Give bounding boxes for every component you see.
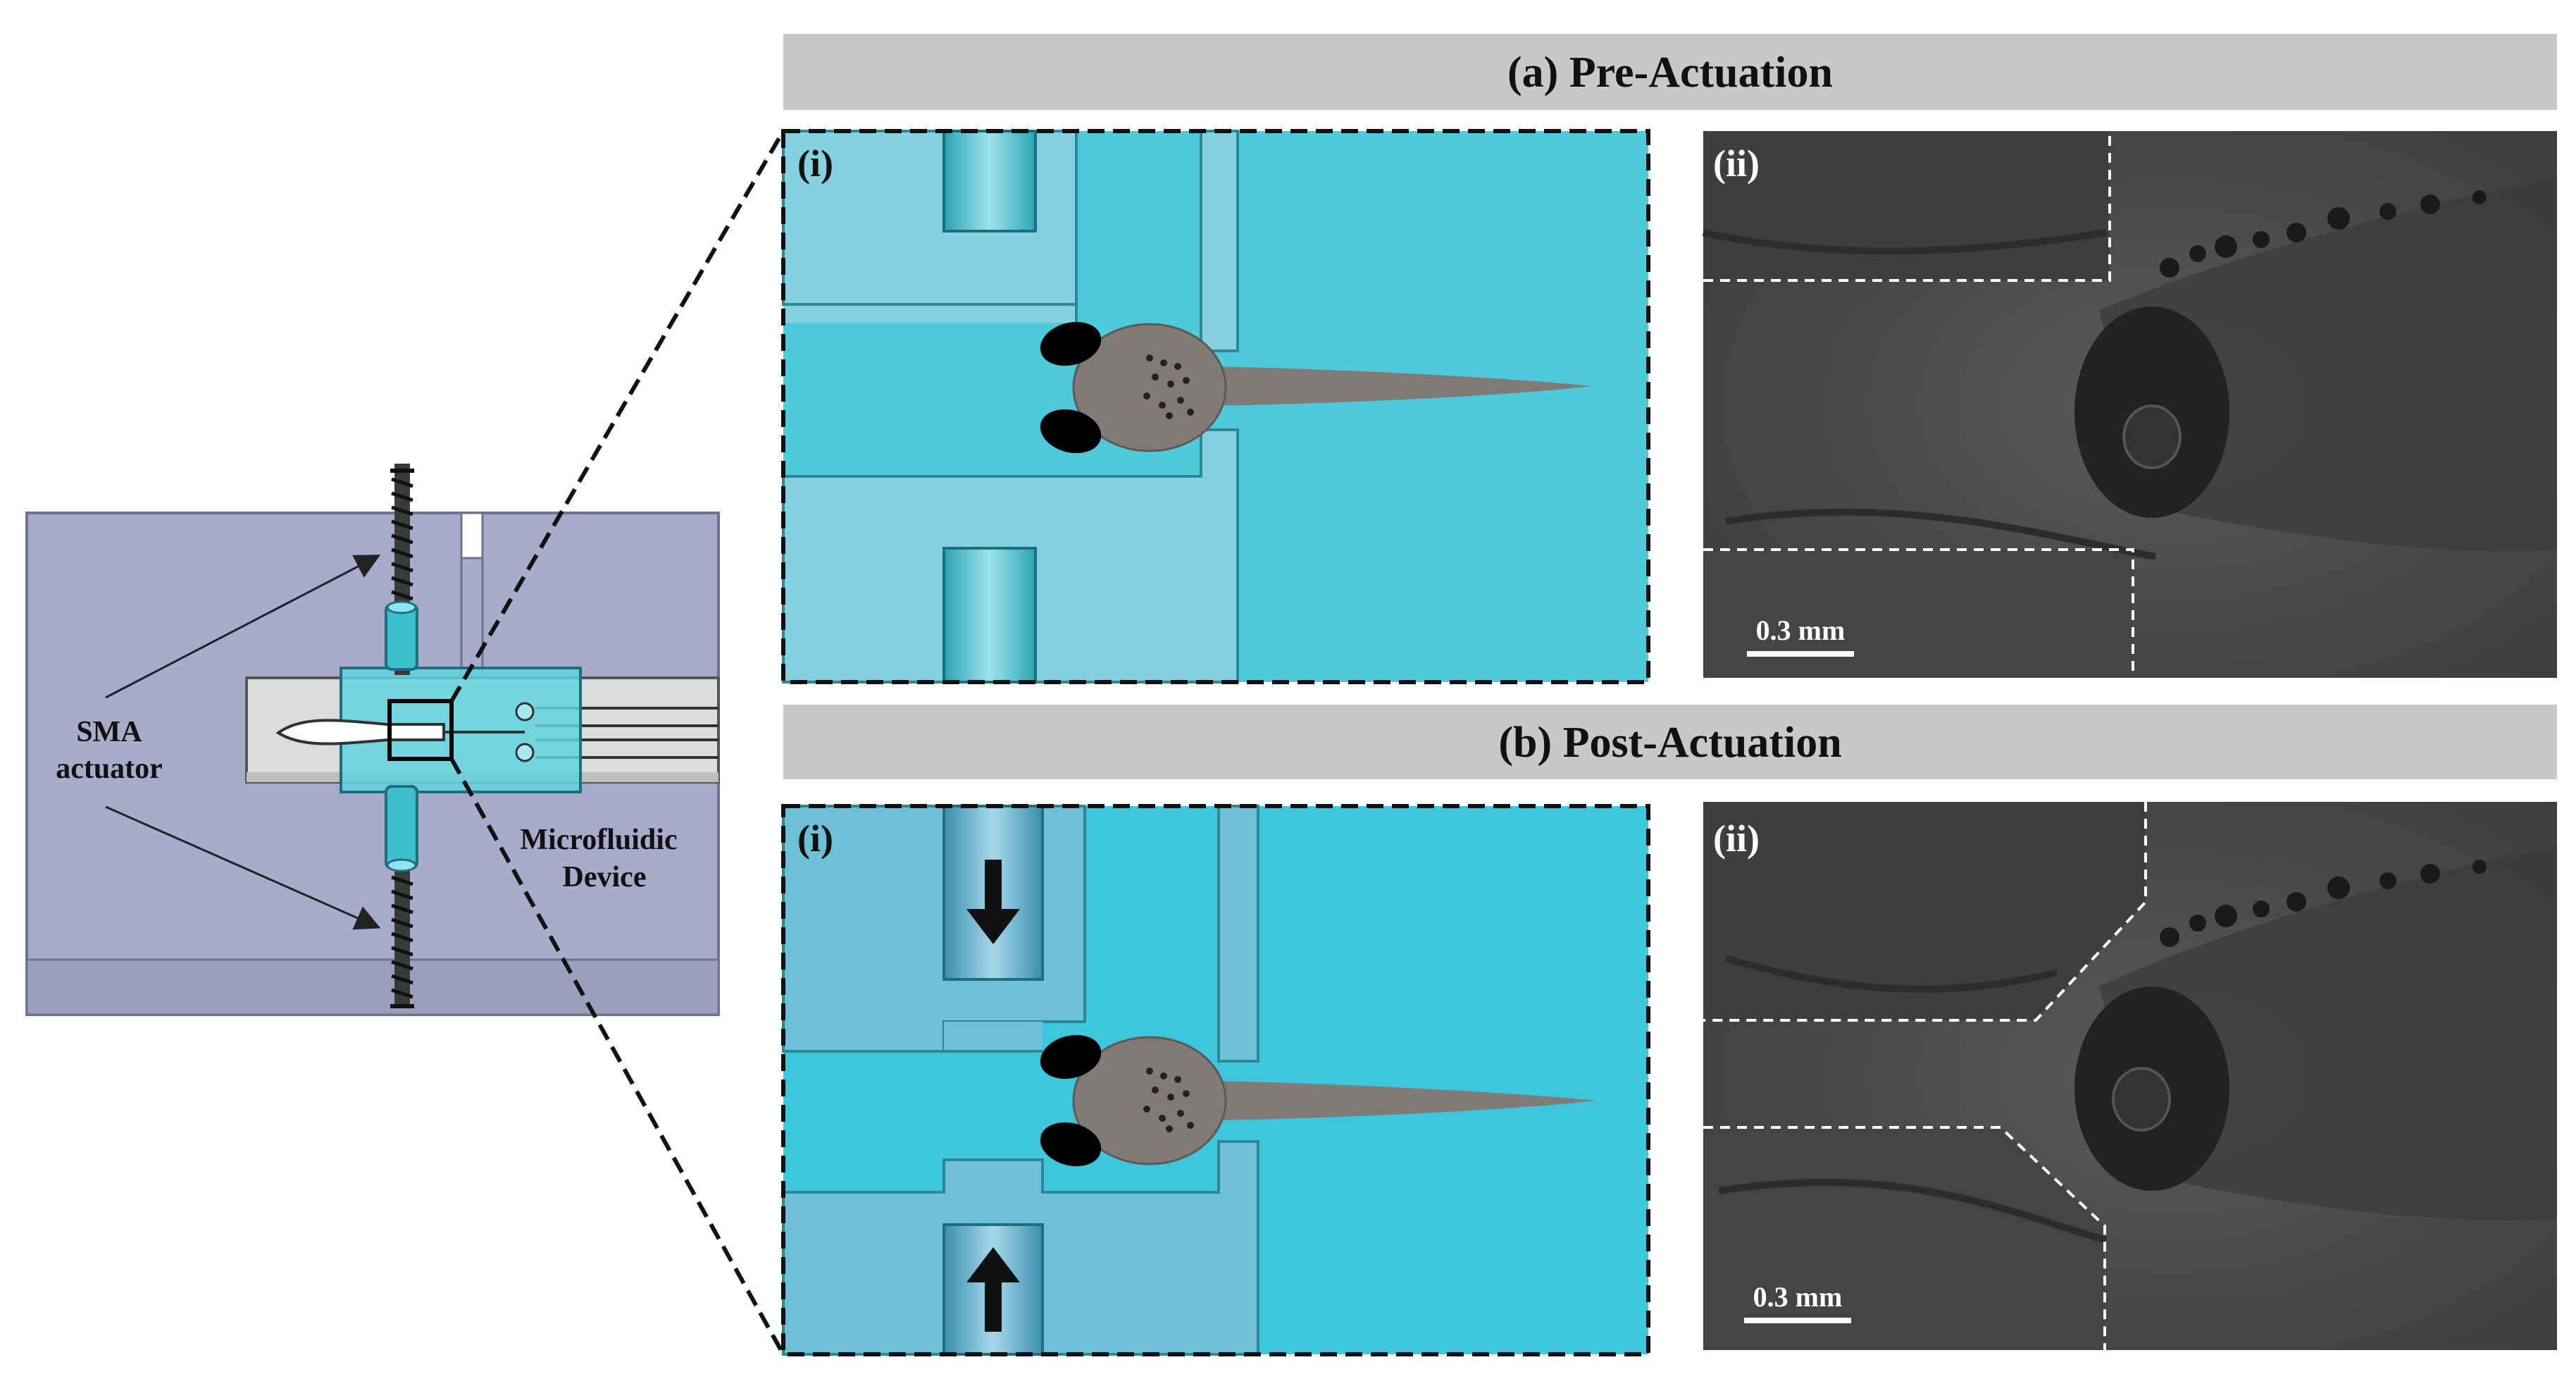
larva-pre xyxy=(1040,321,1592,454)
zoom-line-bottom xyxy=(449,757,785,1356)
scale-bar-a-label: 0.3 mm xyxy=(1756,614,1846,646)
label-a-ii: (ii) xyxy=(1713,142,1760,185)
banner-post-actuation-title: (b) Post-Actuation xyxy=(1498,719,1841,767)
banner-pre-actuation: (a) Pre-Actuation xyxy=(783,34,2557,110)
larva-post xyxy=(1040,1034,1596,1167)
zoom-line-top xyxy=(449,130,785,703)
sma-label-line2: actuator xyxy=(56,753,163,785)
sma-arrow-up xyxy=(105,555,381,699)
device-overview: SMA actuator Microfluidic Device xyxy=(25,130,785,1356)
arrow-down-icon xyxy=(966,860,1020,944)
label-a-i: (i) xyxy=(797,142,833,185)
sma-rod-top xyxy=(385,464,418,675)
banner-pre-actuation-title: (a) Pre-Actuation xyxy=(1507,49,1833,97)
micrograph-post-actuation: (ii) 0.3 mm xyxy=(1703,802,2557,1350)
schematic-pre-actuation: (i) xyxy=(781,129,1650,684)
banner-post-actuation: (b) Post-Actuation xyxy=(783,705,2557,779)
piston-top-pre xyxy=(942,130,1037,233)
micrograph-pre-actuation: (ii) 0.3 mm xyxy=(1702,131,2557,678)
scale-bar-b-label: 0.3 mm xyxy=(1753,1281,1843,1313)
sma-arrow-down xyxy=(105,805,381,930)
mount-lower-rail xyxy=(25,958,720,1016)
sma-rod-bottom xyxy=(385,785,418,1008)
arrow-up-icon xyxy=(966,1247,1020,1332)
label-b-i: (i) xyxy=(797,817,833,860)
device-label-line1: Microfluidic xyxy=(520,824,677,856)
zoom-box xyxy=(387,699,454,761)
schematic-post-actuation: (i) xyxy=(781,804,1650,1356)
piston-bottom-pre xyxy=(942,547,1037,683)
device-label-line2: Device xyxy=(563,861,647,893)
mount-slot xyxy=(460,512,484,559)
label-b-ii: (ii) xyxy=(1713,817,1760,860)
sma-label-line1: SMA xyxy=(76,716,142,748)
